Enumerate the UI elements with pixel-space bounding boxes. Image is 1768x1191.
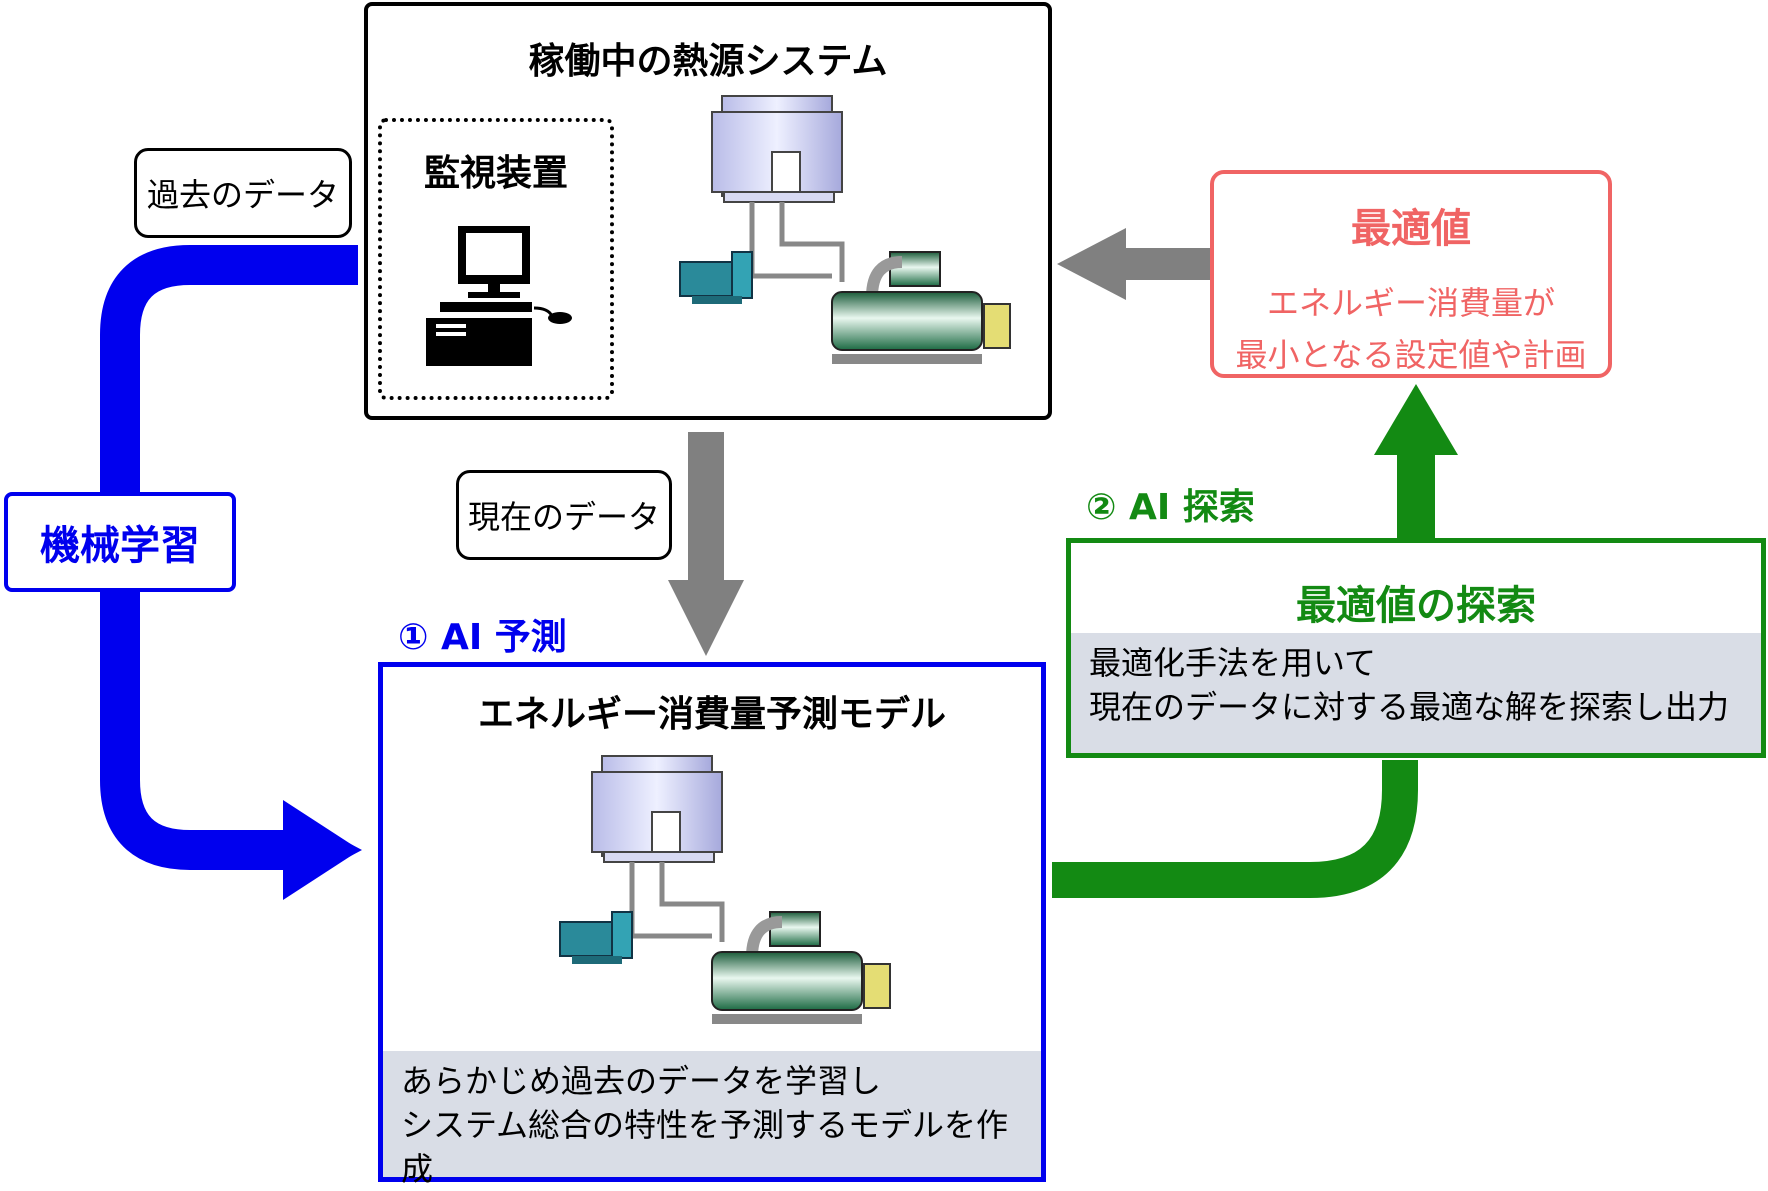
monitoring-device-box: 監視装置 [378,118,614,400]
optimal-search-box: 最適値の探索 最適化手法を用いて 現在のデータに対する最適な解を探索し出力 [1066,538,1766,758]
optimal-value-desc-line2: 最小となる設定値や計画 [1235,336,1587,374]
ai-search-arrowhead [1374,384,1458,455]
ai-predict-label: ① AI 予測 [398,617,567,658]
optimal-value-title: 最適値 [1351,206,1471,252]
optimal-value-arrow-shaft [1124,248,1216,280]
optimal-search-description: 最適化手法を用いて 現在のデータに対する最適な解を探索し出力 [1071,633,1761,753]
optimal-value-box: 最適値 エネルギー消費量が 最小となる設定値や計画 [1210,170,1612,378]
prediction-model-title: エネルギー消費量予測モデル [477,694,946,735]
current-data-arrow-shaft [688,432,724,580]
optimal-search-desc-line2: 現在のデータに対する最適な解を探索し出力 [1089,688,1730,726]
heat-source-equipment-icon [679,95,1011,364]
machine-learning-box: 機械学習 [4,492,236,592]
optimal-value-desc-line1: エネルギー消費量が [1266,284,1555,322]
past-data-tag: 過去のデータ [134,148,352,238]
prediction-model-box: エネルギー消費量予測モデル あらかじめ過去のデータを学習し システム総合の特性を… [378,662,1046,1188]
current-data-arrowhead [668,580,744,656]
computer-icon [426,226,572,366]
current-data-tag: 現在のデータ [456,470,672,560]
optimal-value-arrowhead [1057,228,1126,300]
machine-learning-label: 機械学習 [40,523,200,569]
monitoring-device-title: 監視装置 [423,153,568,194]
prediction-model-description: あらかじめ過去のデータを学習し システム総合の特性を予測するモデルを作成 [383,1051,1041,1188]
optimal-search-title: 最適値の探索 [1296,583,1536,629]
prediction-model-desc-line1: あらかじめ過去のデータを学習し [401,1062,882,1100]
model-equipment-icon [559,755,891,1024]
prediction-model-desc-line2: システム総合の特性を予測するモデルを作成 [401,1106,1009,1188]
ai-search-arrow-upper-shaft [1397,450,1435,540]
ai-search-label: ② AI 探索 [1086,487,1255,528]
ai-search-arrow [1052,760,1418,898]
optimal-search-desc-line1: 最適化手法を用いて [1089,644,1377,682]
heat-source-system-title: 稼働中の熱源システム [528,41,888,82]
